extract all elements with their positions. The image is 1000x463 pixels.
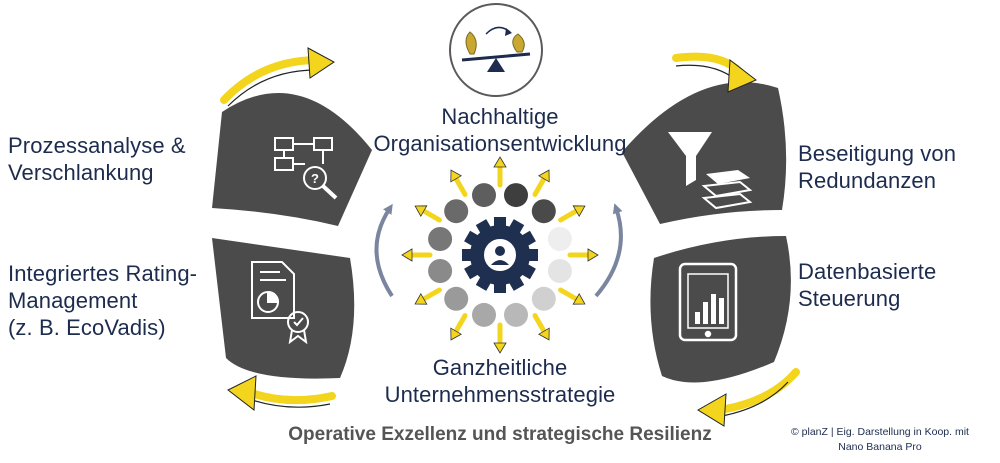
ring-arrow-head (572, 292, 586, 305)
funnel-layers-icon (668, 132, 753, 210)
ring-dot (428, 227, 453, 251)
ring-dot (504, 183, 528, 208)
tablet-chart-icon (678, 262, 738, 342)
center-subtitle: Ganzheitliche Unternehmensstrategie (360, 354, 640, 408)
ring-dot (472, 302, 496, 327)
ring-dot (531, 199, 556, 224)
navy-arrow-left (374, 203, 394, 298)
label-bottom-left: Integriertes Rating- Management (z. B. E… (8, 260, 213, 341)
center-title-line1: Nachhaltige (441, 104, 559, 129)
ring-arrow-head (587, 248, 599, 262)
balance-scale-icon (449, 3, 543, 97)
yellow-arrow-bottom-left (227, 375, 336, 411)
navy-arrow-right (594, 203, 623, 298)
label-top-left-line2: Verschlankung (8, 160, 154, 185)
center-subtitle-line2: Unternehmensstrategie (384, 382, 616, 407)
label-top-right-line1: Beseitigung von (798, 141, 957, 166)
yellow-arrow-top-right (672, 52, 757, 93)
ring-arrow-head (572, 205, 586, 218)
footer-caption: Operative Exzellenz und strategische Res… (288, 424, 712, 445)
ring-dot (547, 259, 572, 283)
ring-arrow-head (493, 156, 507, 168)
label-bottom-left-line2: Management (8, 288, 138, 313)
label-top-right: Beseitigung von Redundanzen (798, 140, 994, 194)
ring-dot (504, 302, 528, 327)
label-bottom-right: Datenbasierte Steuerung (798, 258, 994, 312)
ring-dot (531, 286, 556, 311)
ring-dot (428, 259, 453, 283)
credit-line2: Nano Banana Pro (838, 441, 922, 453)
label-bottom-right-line1: Datenbasierte (798, 259, 937, 284)
label-bottom-left-line1: Integriertes Rating- (8, 261, 198, 286)
ring-arrow-head (493, 342, 507, 354)
svg-text:?: ? (311, 171, 319, 186)
center-title-line2: Organisationsentwicklung (373, 131, 627, 156)
ring-arrow-head (450, 327, 463, 341)
ring-arrow-head (414, 292, 428, 305)
credit-line1: © planZ | Eig. Darstellung in Koop. mit (791, 426, 969, 438)
center-subtitle-line1: Ganzheitliche (432, 355, 568, 380)
ring-arrow-head (401, 248, 413, 262)
ring-arrow-head (414, 205, 428, 218)
ring-dot (547, 227, 572, 251)
label-top-right-line2: Redundanzen (798, 168, 937, 193)
ring-arrow-head (537, 327, 550, 341)
label-top-left-line1: Prozessanalyse & (8, 133, 186, 158)
gear-icon (462, 217, 538, 293)
label-top-left: Prozessanalyse & Verschlankung (8, 132, 208, 186)
segment-bottom-left (212, 238, 355, 379)
ring-arrow-head (537, 169, 550, 183)
center-title: Nachhaltige Organisationsentwicklung (360, 103, 640, 157)
yellow-arrow-bottom-right (697, 368, 800, 427)
segment-top-right (622, 82, 787, 224)
ring-dot (444, 286, 469, 311)
yellow-arrow-top-left (220, 47, 335, 107)
ring-dot (472, 183, 496, 208)
label-bottom-right-line2: Steuerung (798, 286, 901, 311)
ring-dot (444, 199, 469, 224)
process-analysis-icon: ? (274, 137, 338, 200)
credit-note: © planZ | Eig. Darstellung in Koop. mit … (770, 425, 990, 455)
certificate-document-icon (251, 261, 309, 345)
ring-arrow-head (450, 169, 463, 183)
label-bottom-left-line3: (z. B. EcoVadis) (8, 315, 166, 340)
